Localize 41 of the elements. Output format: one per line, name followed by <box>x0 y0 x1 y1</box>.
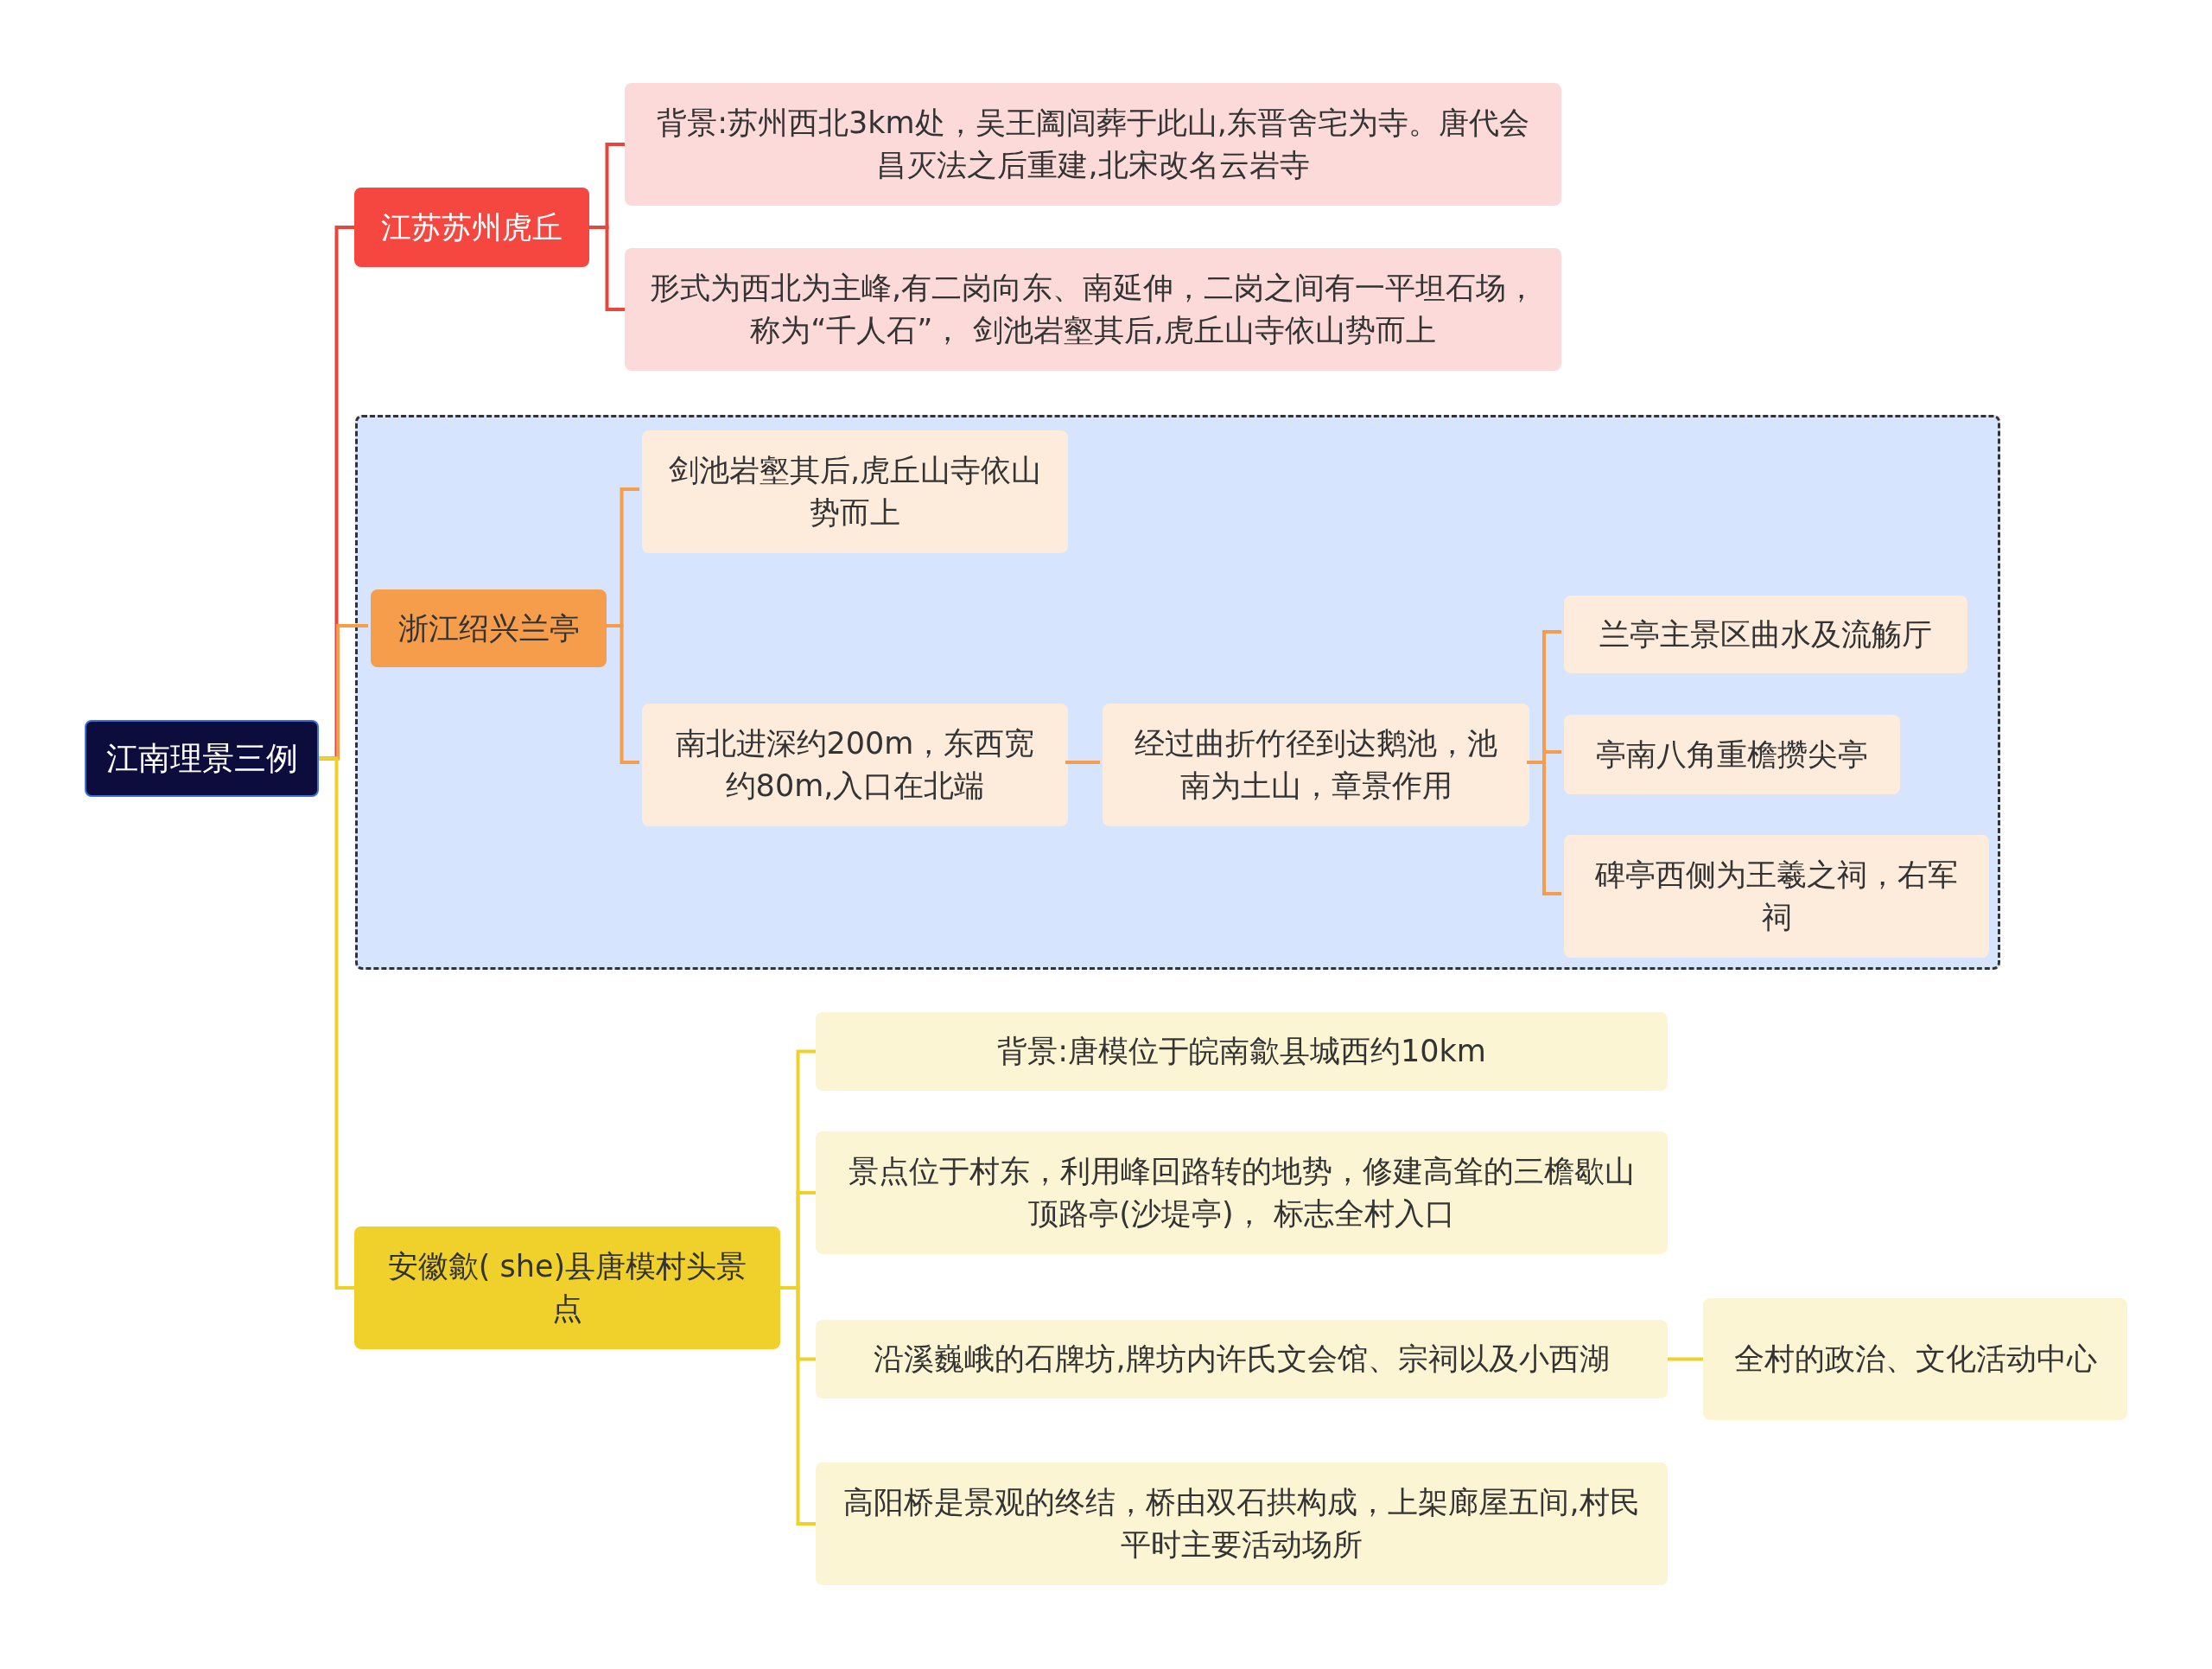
subtopic <box>1103 704 1529 826</box>
subtopic <box>625 83 1561 206</box>
topic-text: 景点位于村东，利用峰回路转的地势，修建高耸的三檐歇山顶路亭(沙堤亭)， 标志全村入口 <box>848 1153 1636 1233</box>
topic-text: 背景:苏州西北3km处，吴王阖闾葬于此山,东晋舍宅为寺。唐代会昌灭法之后重建,北宋改名云岩寺 <box>656 105 1530 184</box>
connector-line <box>1065 761 1100 764</box>
subtopic <box>1564 835 1989 958</box>
connector-line <box>319 756 354 1290</box>
subtopic <box>1564 715 1900 794</box>
topic-text: 高阳桥是景观的终结，桥由双石拱构成，上架廊屋五间,村民平时主要活动场所 <box>842 1484 1641 1564</box>
branch-topic <box>371 589 607 667</box>
connector-line <box>780 1286 816 1526</box>
connector-line <box>589 226 625 311</box>
subtopic <box>816 1462 1668 1585</box>
topic-text: 亭南八角重檐攒尖亭 <box>1595 736 1869 774</box>
group-frame <box>355 415 2000 970</box>
topic-text: 全村的政治、文化活动中心 <box>1732 1341 2098 1378</box>
topic-text: 江南理景三例 <box>105 738 299 779</box>
branch-topic <box>354 1226 780 1349</box>
subtopic <box>642 430 1068 553</box>
subtopic <box>816 1131 1668 1254</box>
topic-text: 南北进深约200m，东西宽约80m,入口在北端 <box>674 725 1036 805</box>
topic-text: 剑池岩壑其后,虎丘山寺依山势而上 <box>667 452 1043 532</box>
topic-text: 碑亭西侧为王羲之祠，右军祠 <box>1594 857 1959 936</box>
subtopic <box>642 704 1068 826</box>
connector-line <box>604 624 639 764</box>
subtopic <box>625 248 1561 371</box>
connector-line <box>1668 1357 1703 1361</box>
topic-text: 沿溪巍峨的石牌坊,牌坊内许氏文会馆、宗祠以及小西湖 <box>873 1341 1611 1378</box>
topic-text: 形式为西北为主峰,有二岗向东、南延伸，二岗之间有一平坦石场，称为“千人石”， 剑池岩壑其后,虎丘山寺依山势而上 <box>648 270 1538 349</box>
topic-text: 浙江绍兴兰亭 <box>397 609 581 647</box>
topic-text: 经过曲折竹径到达鹅池，池南为土山，章景作用 <box>1134 725 1498 805</box>
root-topic <box>85 720 319 797</box>
topic-text: 背景:唐模位于皖南歙县城西约10km <box>996 1033 1487 1070</box>
branch-topic <box>354 188 589 267</box>
subtopic <box>816 1320 1668 1398</box>
topic-text: 江苏苏州虎丘 <box>380 208 563 246</box>
topic-text: 兰亭主景区曲水及流觞厅 <box>1599 615 1933 653</box>
topic-text: 安徽歙( she)县唐模村头景点 <box>386 1248 748 1328</box>
subtopic <box>1703 1298 2127 1420</box>
subtopic <box>816 1012 1668 1091</box>
subtopic <box>1564 596 1967 673</box>
